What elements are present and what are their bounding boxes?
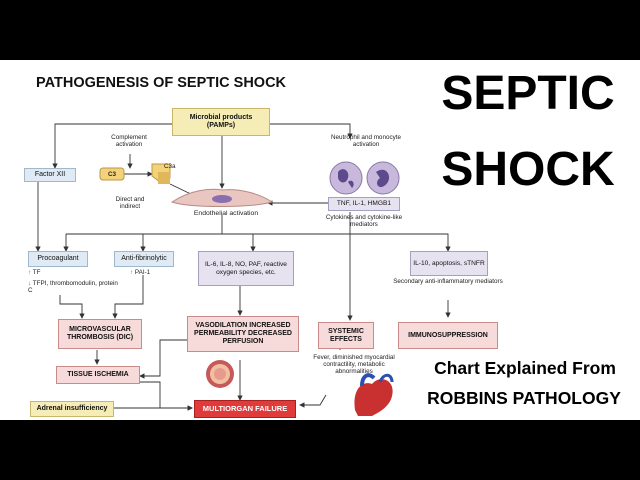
neutrophil-activation-label: Neutrophil and monocyte activation [330, 134, 401, 149]
down-arrow-icon: ↓ [28, 280, 32, 287]
immunosuppression-box: IMMUNOSUPPRESSION [398, 322, 498, 349]
systemic-effects-box: SYSTEMIC EFFECTS [318, 322, 374, 349]
tnf-box: TNF, IL-1, HMGB1 [328, 197, 400, 211]
vasodilation-box: VASODILATION INCREASED PERMEABILITY DECR… [187, 316, 299, 352]
c3-label: C3 [107, 171, 117, 178]
tfpi-row: ↓ TFPI, thrombomodulin, protein C [28, 280, 118, 294]
complement-icon [99, 163, 171, 184]
heart-icon [354, 373, 394, 416]
multiorgan-failure-box: MULTIORGAN FAILURE [194, 400, 296, 418]
fever-label: Fever, diminished myocardial contractili… [313, 354, 395, 376]
adrenal-insufficiency-box: Adrenal insufficiency [30, 401, 114, 417]
microbial-line1: Microbial products [189, 114, 253, 122]
connector-arrows [35, 123, 451, 416]
secondary-antiinflammatory-label: Secondary anti-inflammatory mediators [393, 278, 503, 285]
up-arrow-icon: ↑ [130, 269, 134, 276]
direct-indirect-label: Direct and indirect [115, 196, 145, 211]
tfpi-label: TFPI, thrombomodulin, protein C [28, 280, 118, 295]
tf-label: TF [32, 269, 41, 276]
pai-label: PAI-1 [134, 269, 151, 276]
caption-line1: Chart Explained From [434, 358, 616, 378]
caption-line2: ROBBINS PATHOLOGY [427, 388, 621, 408]
il6-box: IL-6, IL-8, NO, PAF, reactive oxygen spe… [198, 251, 294, 286]
microbial-products-box: Microbial products (PAMPs) [172, 108, 270, 136]
tissue-ischemia-box: TISSUE ISCHEMIA [56, 366, 140, 384]
factor-xii-box: Factor XII [24, 168, 76, 182]
big-title-shock: SHOCK [441, 143, 615, 196]
antifibrinolytic-box: Anti-fibrinolytic [114, 251, 174, 267]
complement-activation-label: Complement activation [111, 134, 147, 149]
cells-icon [329, 161, 400, 195]
pai-row: ↑ PAI-1 [130, 269, 170, 276]
il10-box: IL-10, apoptosis, sTNFR [410, 251, 488, 276]
tf-row: ↑ TF [28, 269, 88, 276]
vessel-icon [206, 360, 234, 388]
big-title-septic: SEPTIC [441, 67, 615, 120]
c3a-label: C3a [164, 163, 176, 170]
microbial-line2: (PAMPs) [206, 122, 236, 129]
microvascular-box: MICROVASCULAR THROMBOSIS (DIC) [58, 319, 142, 349]
endothelial-activation-label: Endothelial activation [193, 210, 259, 217]
diagram-stage: PATHOGENESIS OF SEPTIC SHOCK SEPTIC SHOC… [0, 60, 640, 420]
up-arrow-icon: ↑ [28, 269, 32, 276]
procoagulant-box: Procoagulant [28, 251, 88, 267]
cytokines-caption: Cytokines and cytokine-like mediators [325, 214, 403, 229]
page-title: PATHOGENESIS OF SEPTIC SHOCK [36, 75, 287, 91]
